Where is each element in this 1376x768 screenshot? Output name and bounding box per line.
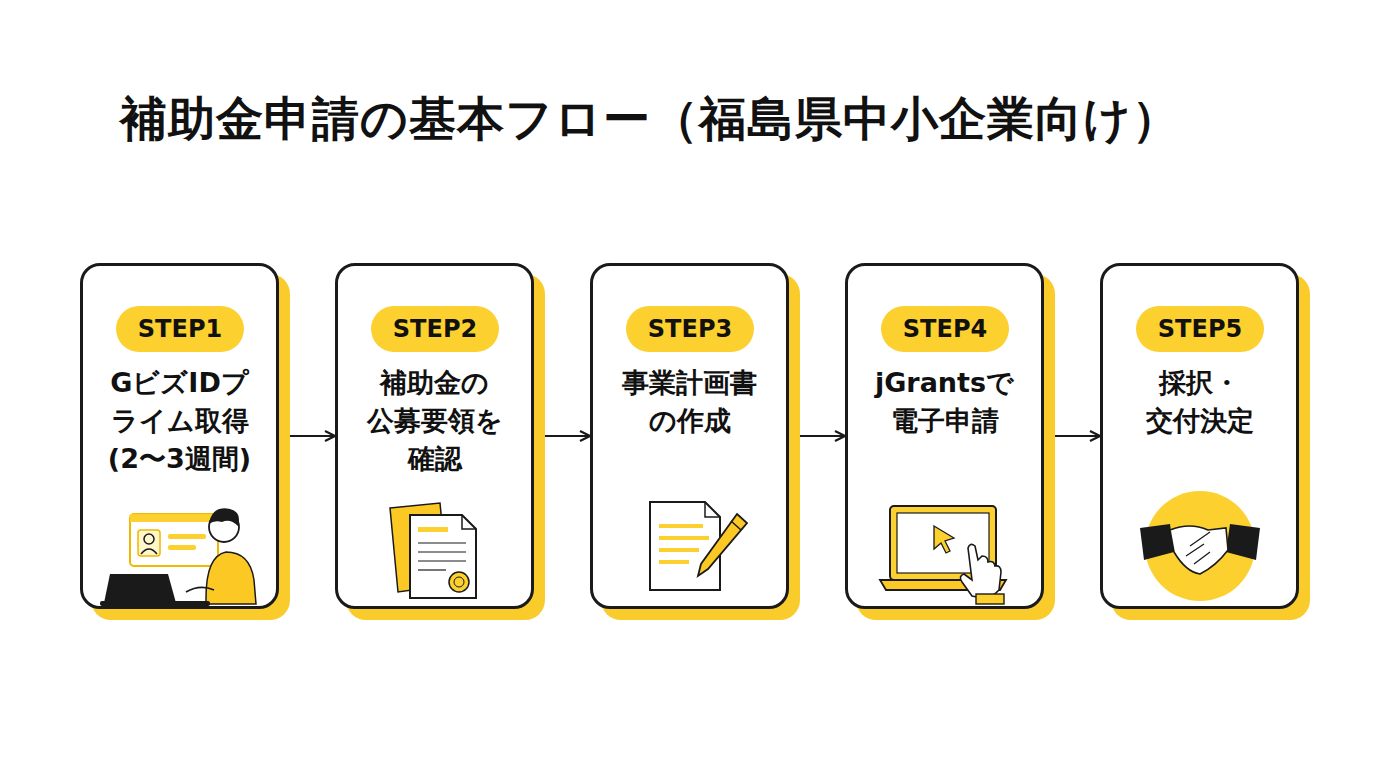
step-description: 採択・ 交付決定 xyxy=(1111,364,1288,440)
step-box: jGrantsで 電子申請 STEP4 xyxy=(845,263,1044,609)
step-badge: STEP5 xyxy=(1136,306,1264,352)
step-description: jGrantsで 電子申請 xyxy=(856,364,1033,440)
step-label: STEP4 xyxy=(903,315,987,343)
step-box: GビズIDプ ライム取得 (2〜3週間) STEP1 xyxy=(80,263,279,609)
step-box: 事業計画書 の作成 STEP3 xyxy=(590,263,789,609)
flow-arrow xyxy=(534,435,590,437)
diagram-title: 補助金申請の基本フロー（福島県中小企業向け） xyxy=(120,88,1180,151)
flow-arrow xyxy=(789,435,845,437)
step-description: GビズIDプ ライム取得 (2〜3週間) xyxy=(91,364,268,478)
step-label: STEP3 xyxy=(648,315,732,343)
step-badge: STEP1 xyxy=(116,306,244,352)
step-box: 採択・ 交付決定 STEP5 xyxy=(1100,263,1299,609)
step-label: STEP2 xyxy=(393,315,477,343)
flow-arrow xyxy=(279,435,335,437)
flow-arrow xyxy=(1044,435,1100,437)
step-description: 事業計画書 の作成 xyxy=(601,364,778,440)
step-description: 補助金の 公募要領を 確認 xyxy=(346,364,523,478)
step-label: STEP1 xyxy=(138,315,222,343)
step-box: 補助金の 公募要領を 確認 STEP2 xyxy=(335,263,534,609)
step-badge: STEP4 xyxy=(881,306,1009,352)
step-label: STEP5 xyxy=(1158,315,1242,343)
step-badge: STEP3 xyxy=(626,306,754,352)
step-badge: STEP2 xyxy=(371,306,499,352)
